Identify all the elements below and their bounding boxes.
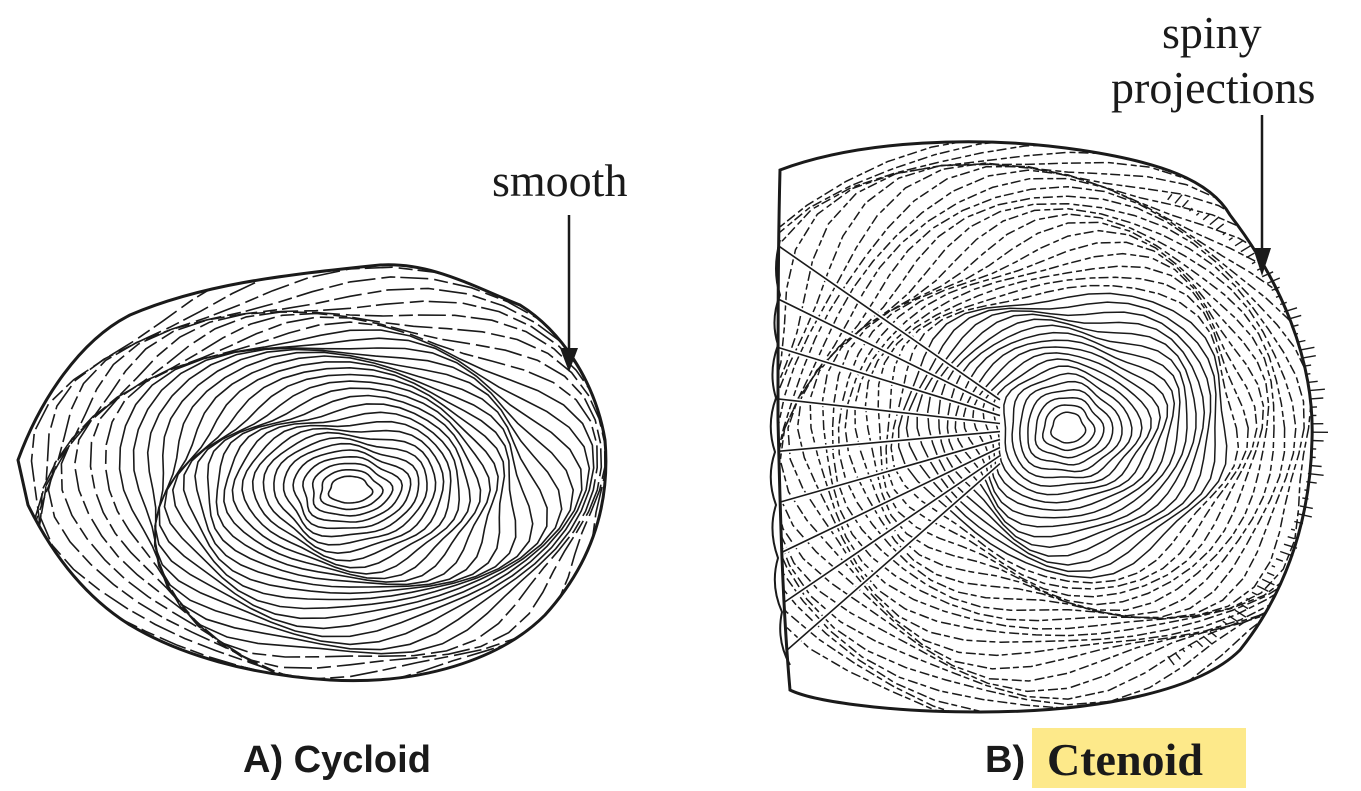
ctenoid-spine [1247,253,1255,257]
ctenoid-ring [758,163,1361,705]
ctenoid-spine [1310,398,1323,399]
ctenoid-spine [1182,200,1188,207]
ctenoid-spine [1288,537,1295,539]
ctenoid-ring [776,170,1360,669]
cycloid-growth-rings [32,252,685,701]
cycloid-ring [303,457,402,522]
ctenoid-spine [1229,238,1233,241]
ctenoid-spine [1229,616,1238,622]
projections-callout-label: projections [1111,65,1315,111]
ctenoid-ring [748,144,1361,715]
ctenoid-scale [728,137,1361,739]
ctenoid-ring [773,163,1361,691]
ctenoid-spine [1196,213,1199,215]
ctenoid-groove [770,456,1000,612]
ctenoid-ring [1051,412,1086,443]
ctenoid-spine [1272,566,1275,567]
ctenoid-spine [1203,636,1212,644]
ctenoid-spine [1203,214,1209,220]
ctenoid-spine [1302,356,1316,358]
ctenoid-spine [1182,649,1185,652]
ctenoid-spine [1309,389,1325,390]
ctenoid-groove [770,240,1000,400]
ctenoid-spine [1210,217,1219,225]
cycloid-ring [173,368,516,600]
ctenoid-ring [1028,390,1113,465]
ctenoid-spine [1291,529,1295,530]
cycloid-caption: A) Cycloid [243,741,431,779]
smooth-arrow [560,215,578,372]
ctenoid-spine [1168,194,1172,200]
ctenoid-spine [1252,262,1255,264]
ctenoid-spine [1300,347,1315,350]
ctenoid-ring [983,353,1160,503]
smooth-callout-label: smooth [492,158,627,204]
cycloid-ring [313,464,393,516]
spiny-callout-label: spiny [1162,10,1262,56]
ctenoid-spine [1196,641,1202,647]
cycloid-scale [18,252,685,701]
ctenoid-ring [1035,398,1104,458]
ctenoid-spine [1223,621,1227,624]
ctenoid-spine [1217,224,1224,230]
cycloid-ring [148,348,582,644]
ctenoid-spine [1252,592,1257,595]
cycloid-ring [253,429,444,561]
ctenoid-spine [1235,240,1244,246]
ctenoid-groove [770,345,1000,416]
ctenoid-spine [1175,653,1181,660]
ctenoid-spine [1276,559,1283,562]
ctenoid-spine [1189,645,1192,648]
ctenoid-caption-name: Ctenoid [1047,737,1203,783]
cycloid-ring [232,412,459,574]
spiny-projections-arrow [1253,115,1271,276]
ctenoid-spine [1262,579,1274,585]
ctenoid-growth-rings [728,137,1361,739]
ctenoid-spine [1175,195,1182,204]
cycloid-ring [328,476,372,503]
ctenoid-spine [1168,656,1175,665]
ctenoid-groove [770,448,1000,559]
ctenoid-ring [973,347,1168,510]
ctenoid-spine [1267,573,1274,576]
ctenoid-caption-letter: B) [985,741,1025,779]
ctenoid-ring [728,137,1361,739]
